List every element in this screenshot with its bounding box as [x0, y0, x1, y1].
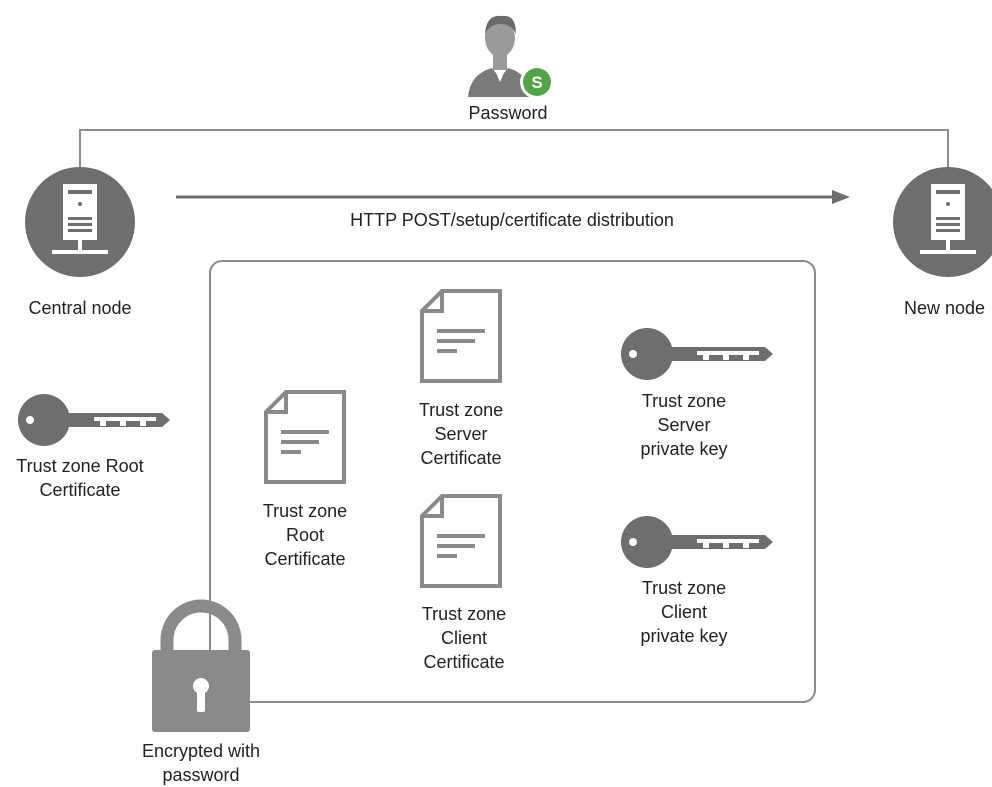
password-link-line: [79, 129, 949, 170]
client-certificate-label-line1: Trust zone: [421, 604, 507, 624]
root-certificate-label: Trust zone Root Certificate: [235, 499, 375, 571]
root-key-label-line2: Certificate: [39, 480, 121, 500]
server-private-key-label: Trust zone Server private key: [614, 389, 754, 461]
client-certificate-label-line2: Client: [440, 628, 488, 648]
encrypted-package-frame: [209, 260, 816, 703]
root-certificate-label-line3: Certificate: [264, 549, 346, 569]
client-private-key-icon: [621, 516, 773, 568]
password-label: Password: [440, 101, 576, 125]
root-key-label-line1: Trust zone Root: [16, 456, 144, 476]
server-certificate-label-line1: Trust zone: [418, 400, 504, 420]
client-certificate-label-line3: Certificate: [423, 652, 505, 672]
encrypted-label-line1: Encrypted with: [141, 741, 261, 761]
http-arrow-head: [832, 190, 850, 204]
server-certificate-label-line3: Certificate: [420, 448, 502, 468]
server-certificate-label: Trust zone Server Certificate: [391, 398, 531, 470]
new-node-label: New node: [892, 296, 992, 320]
server-private-key-icon: [621, 328, 773, 380]
user-icon: S: [468, 15, 554, 99]
encrypted-label-line2: password: [162, 765, 240, 785]
server-private-key-label-line1: Trust zone: [641, 391, 727, 411]
central-node-label-text: Central node: [28, 298, 132, 318]
new-node-server-icon: [893, 167, 992, 277]
client-private-key-label-line3: private key: [640, 626, 728, 646]
client-certificate-label: Trust zone Client Certificate: [394, 602, 534, 674]
root-certificate-key-icon: [18, 394, 170, 446]
padlock-icon: [152, 599, 250, 732]
central-node-server-icon: [25, 167, 135, 277]
server-private-key-label-line3: private key: [640, 439, 728, 459]
password-label-text: Password: [468, 103, 548, 123]
root-certificate-label-line2: Root: [285, 525, 325, 545]
server-private-key-label-line2: Server: [657, 415, 711, 435]
new-node-label-text: New node: [904, 298, 986, 318]
root-key-label: Trust zone Root Certificate: [0, 454, 160, 502]
client-private-key-label: Trust zone Client private key: [614, 576, 754, 648]
client-certificate-document-icon: [420, 494, 502, 588]
server-certificate-document-icon: [420, 289, 502, 383]
client-private-key-label-line2: Client: [660, 602, 708, 622]
root-certificate-document-icon: [264, 390, 346, 484]
server-certificate-label-line2: Server: [434, 424, 488, 444]
encrypted-label: Encrypted with password: [111, 739, 291, 787]
root-certificate-label-line1: Trust zone: [262, 501, 348, 521]
qlik-badge-letter: S: [531, 73, 542, 92]
http-post-label: HTTP POST/setup/certificate distribution: [300, 208, 724, 232]
http-post-label-text: HTTP POST/setup/certificate distribution: [350, 210, 674, 230]
central-node-label: Central node: [0, 296, 160, 320]
client-private-key-label-line1: Trust zone: [641, 578, 727, 598]
